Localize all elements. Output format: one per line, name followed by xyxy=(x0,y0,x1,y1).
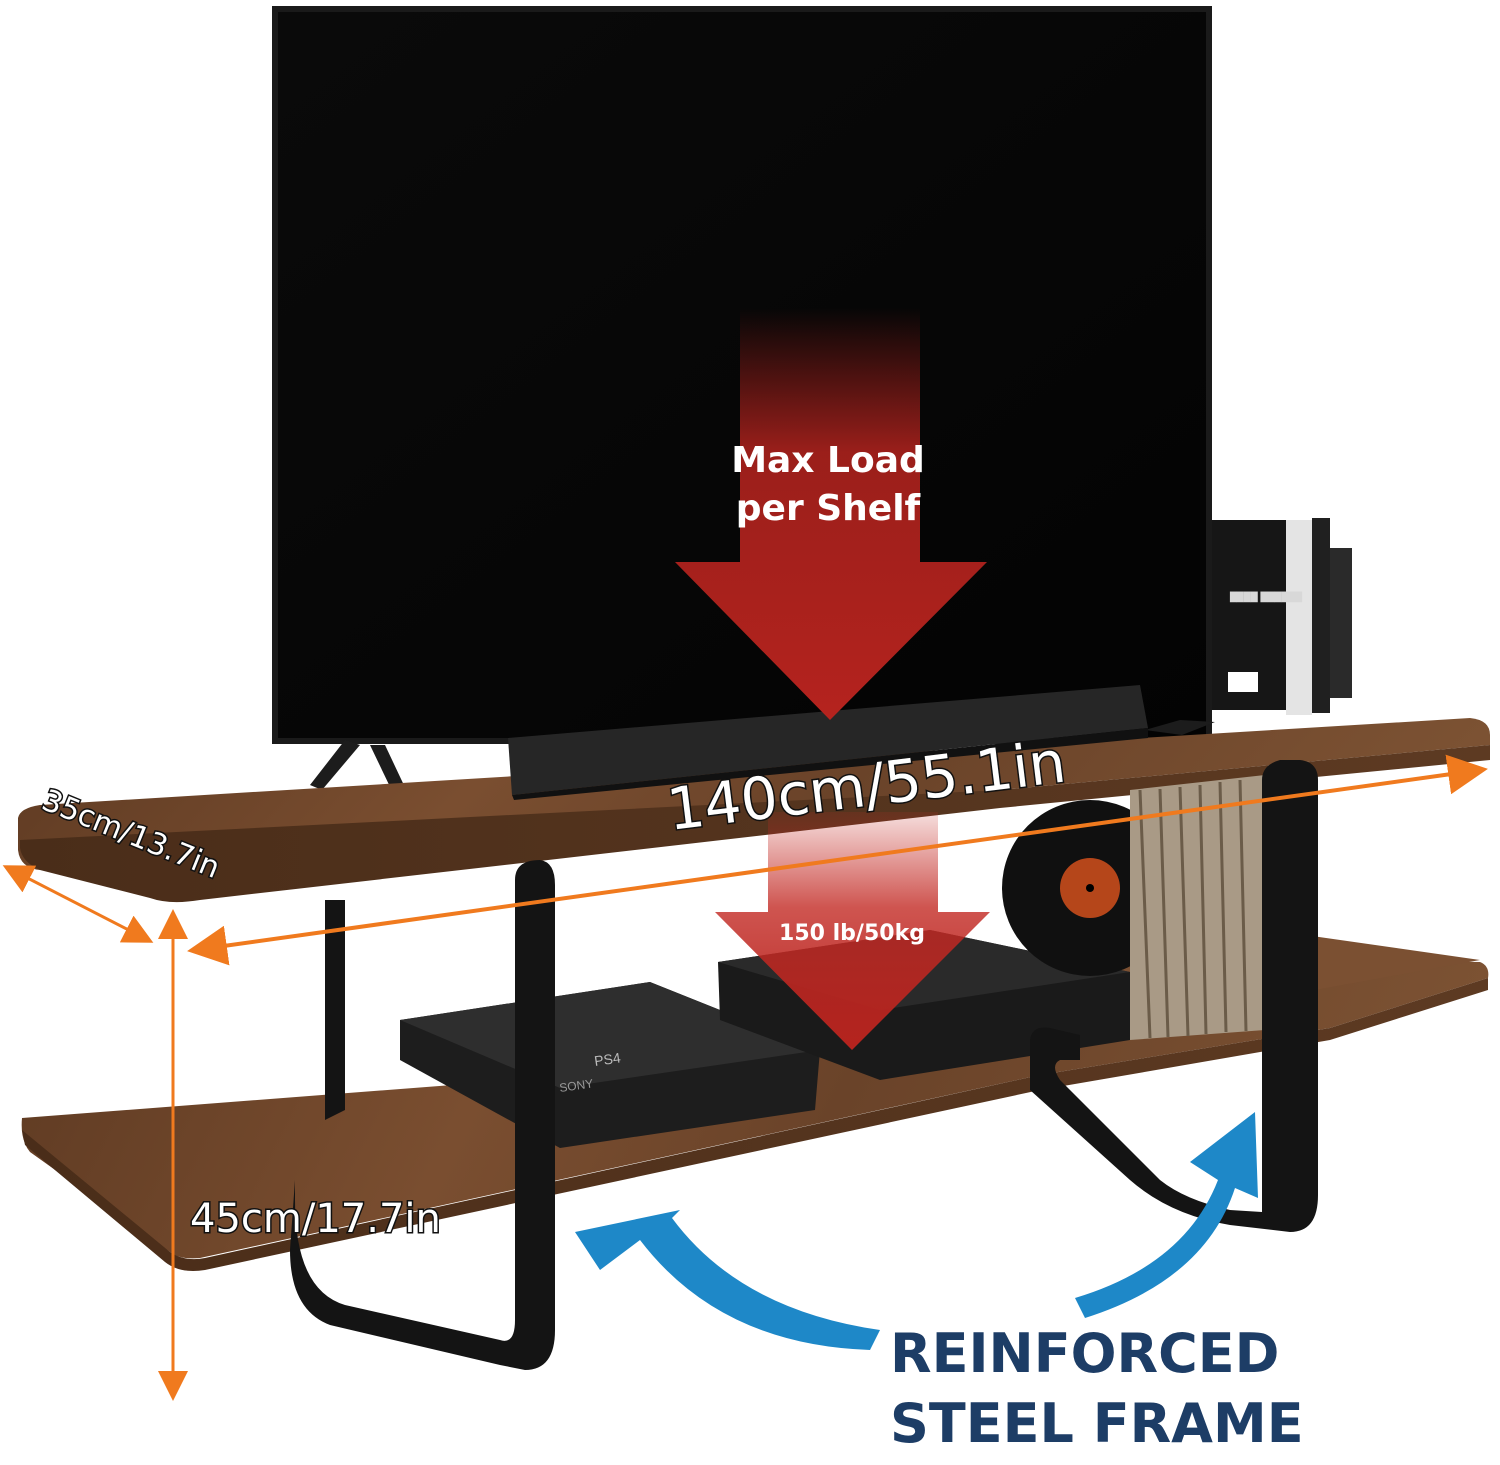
svg-text:████ ██████: ████ ██████ xyxy=(1229,591,1303,603)
frame-label-line1: REINFORCED xyxy=(890,1322,1279,1385)
console-logo-text: PS4 xyxy=(593,1049,622,1069)
game-console-ps4: PS4 SONY xyxy=(400,982,820,1148)
console-brand-text: SONY xyxy=(558,1076,594,1095)
height-label: 45cm/17.7in xyxy=(190,1196,441,1242)
frame-label-line2: STEEL FRAME xyxy=(890,1392,1304,1455)
depth-arrow xyxy=(2,865,154,943)
load-value-label: 150 lb/50kg xyxy=(779,921,925,946)
load-title-line1: Max Load xyxy=(731,440,925,481)
frame-arrow-right xyxy=(1075,1112,1258,1318)
load-title-line2: per Shelf xyxy=(736,488,921,529)
frame-arrow-left xyxy=(575,1210,880,1350)
load-arrow-top xyxy=(675,308,987,720)
books: ████ ██████ xyxy=(1212,518,1352,715)
length-arrow xyxy=(187,754,1488,966)
